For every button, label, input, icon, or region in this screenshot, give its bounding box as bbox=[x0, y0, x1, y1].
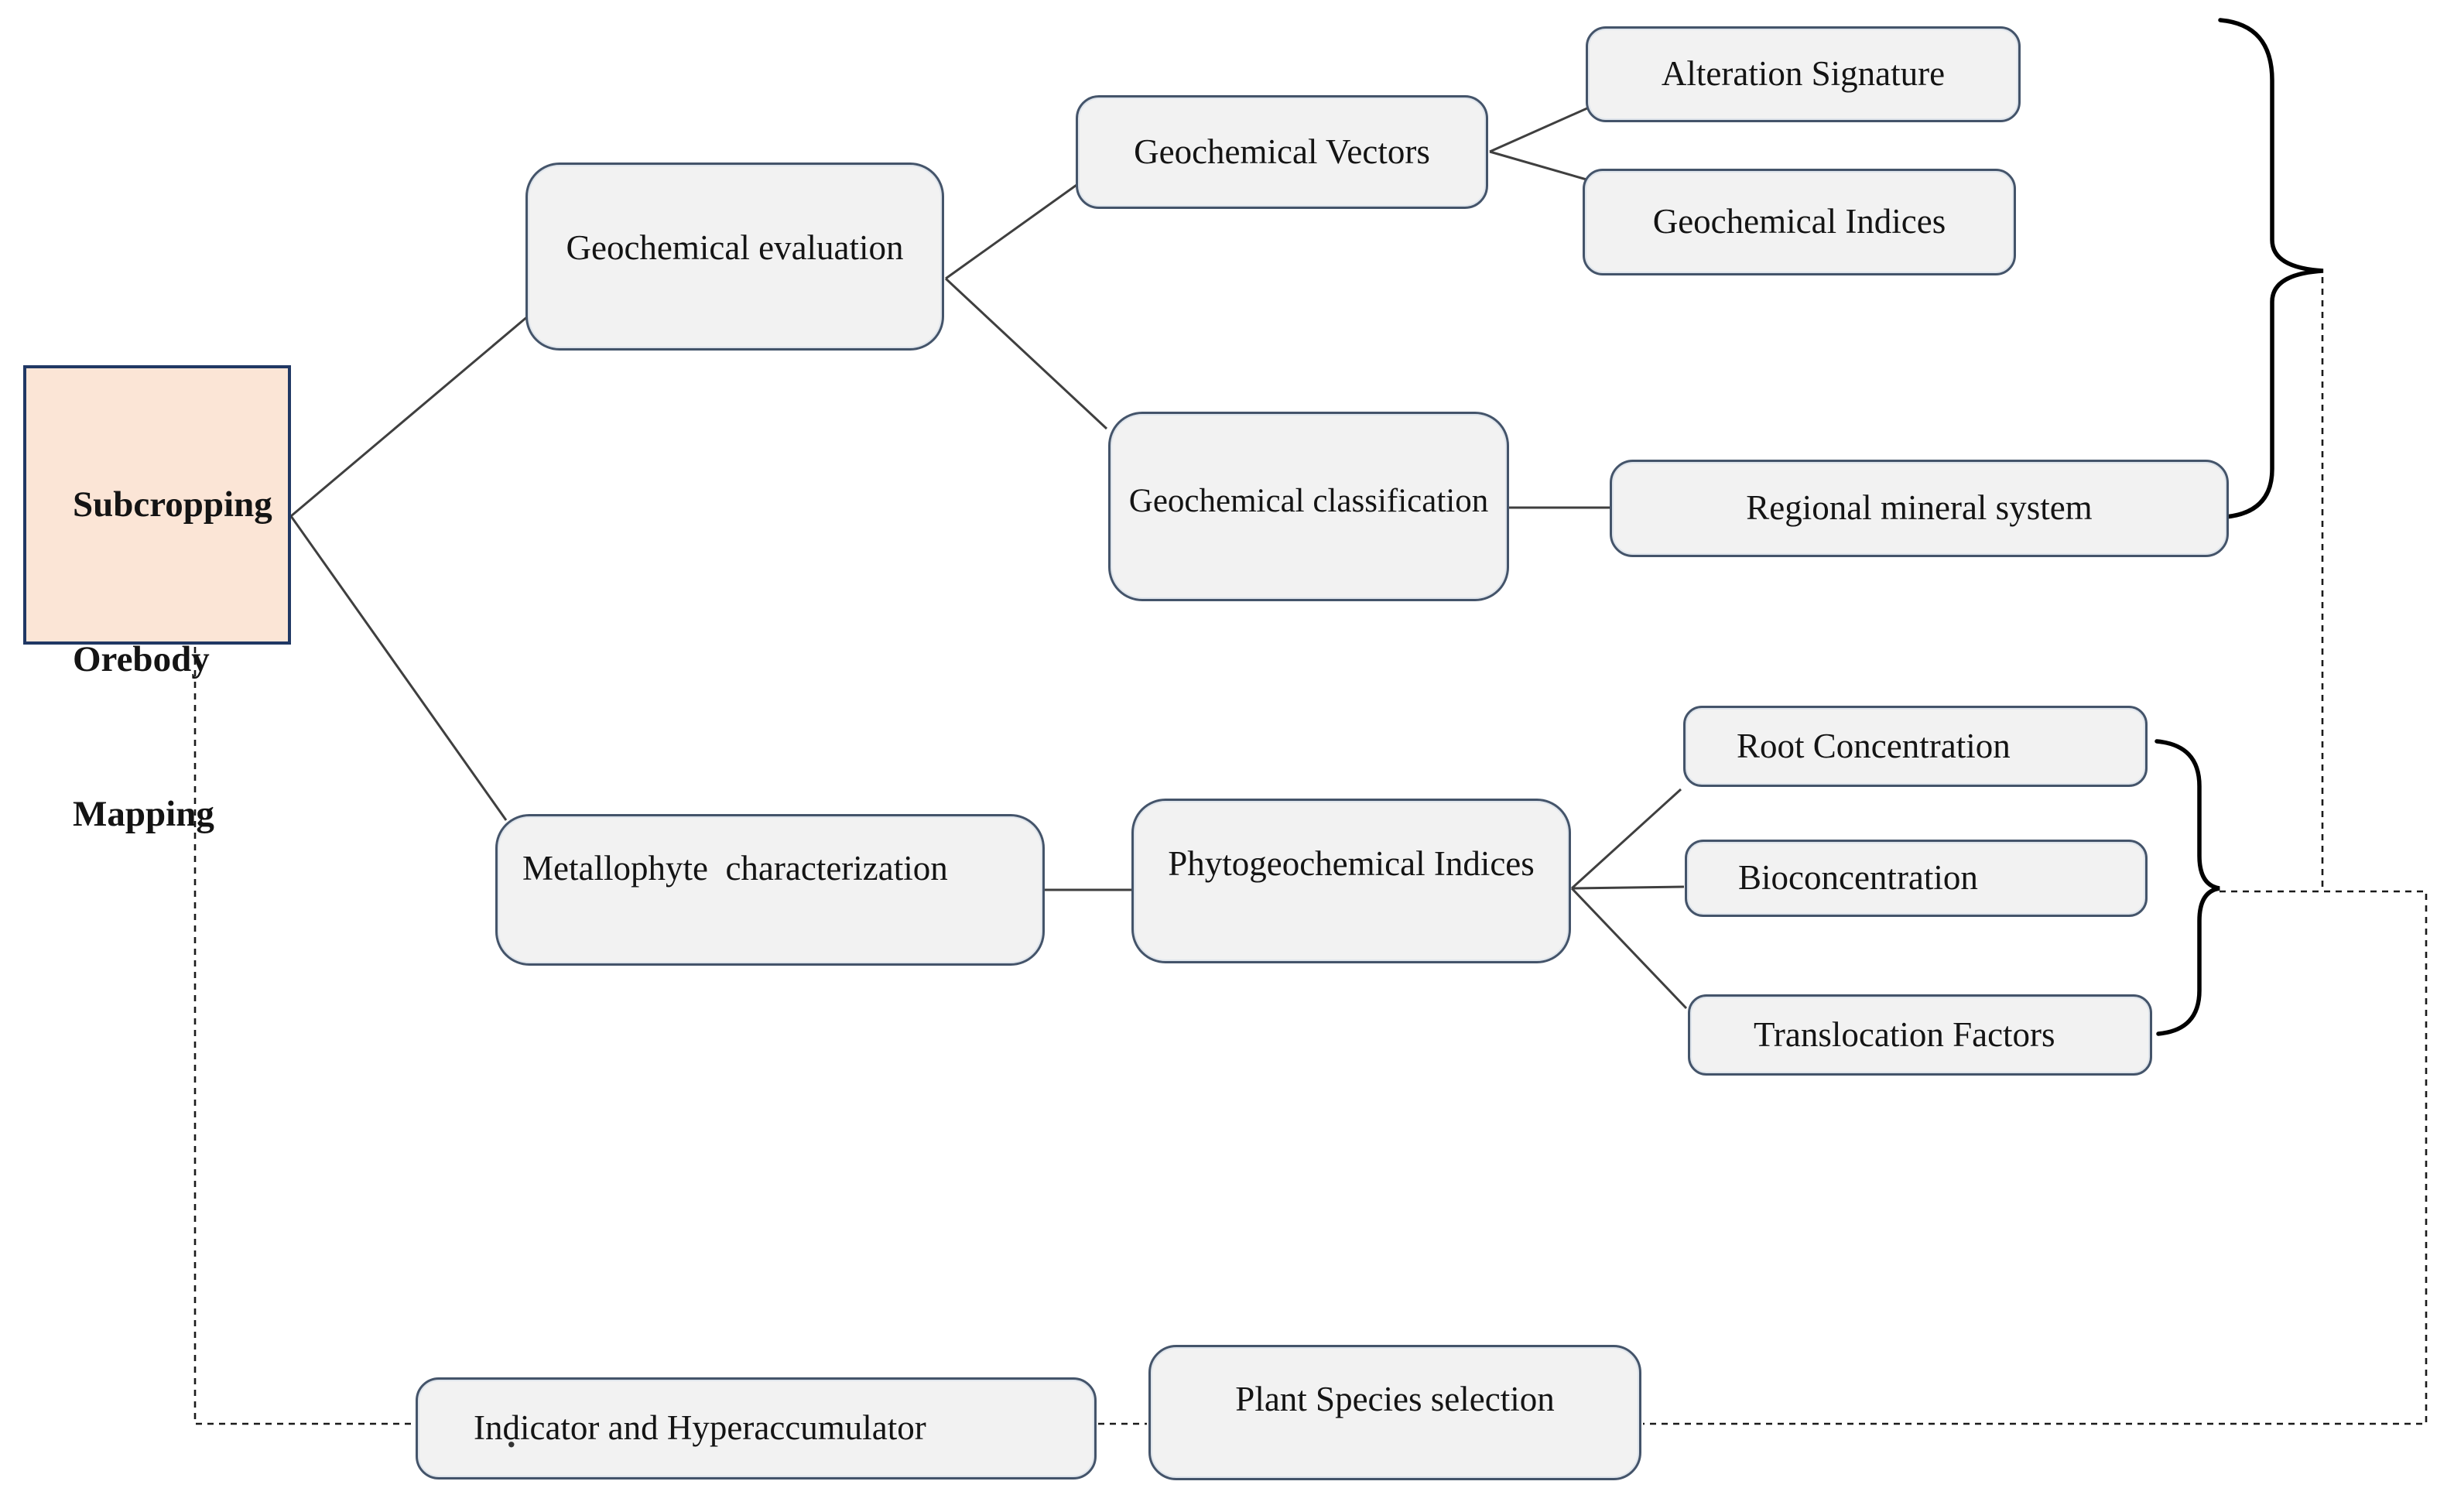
node-plant-species-selection: Plant Species selection bbox=[1148, 1345, 1641, 1480]
connector-evaluation-to-geochemical-vectors bbox=[945, 182, 1080, 280]
connector-vectors-to-alteration-signature bbox=[1489, 106, 1590, 153]
root-label-line-2: Orebody bbox=[73, 639, 210, 680]
brace-phytogeochemical-group bbox=[2155, 739, 2220, 1036]
node-label: Root Concentration bbox=[1737, 726, 2011, 765]
node-label: Geochemical evaluation bbox=[566, 227, 904, 267]
node-alteration-signature: Alteration Signature bbox=[1586, 26, 2021, 122]
connector-phyto-to-bioconcentration bbox=[1571, 885, 1685, 890]
node-metallophyte-characterization: Metallophyte characterization bbox=[495, 814, 1045, 966]
node-label: Metallophyte characterization bbox=[522, 849, 948, 888]
node-label: Plant Species selection bbox=[1235, 1379, 1555, 1418]
node-label: Translocation Factors bbox=[1754, 1014, 2055, 1054]
node-geochemical-evaluation: Geochemical evaluation bbox=[525, 162, 944, 351]
node-label: Phytogeochemical Indices bbox=[1168, 843, 1535, 883]
root-label-line-3: Mapping bbox=[73, 794, 214, 835]
node-label: Geochemical Vectors bbox=[1134, 132, 1430, 171]
node-phytogeochemical-indices: Phytogeochemical Indices bbox=[1131, 799, 1571, 963]
node-geochemical-classification: Geochemical classification bbox=[1108, 412, 1509, 601]
connector-evaluation-to-geochemical-classification bbox=[944, 277, 1108, 430]
dashed-root-to-indicator bbox=[193, 647, 414, 1425]
node-geochemical-vectors: Geochemical Vectors bbox=[1076, 95, 1488, 209]
node-regional-mineral-system: Regional mineral system bbox=[1610, 460, 2229, 557]
connector-phyto-to-translocation-factors bbox=[1570, 887, 1688, 1010]
connector-vectors-to-geochemical-indices bbox=[1489, 150, 1587, 181]
brace-geochemical-group bbox=[2218, 18, 2324, 519]
dashed-brace-to-plant-species bbox=[1643, 890, 2428, 1425]
connector-phyto-to-root-concentration bbox=[1570, 788, 1682, 890]
node-subcropping-orebody-mapping: Subcropping Orebody Mapping bbox=[23, 365, 291, 834]
root-label-line-1: Subcropping bbox=[73, 484, 272, 525]
node-translocation-factors: Translocation Factors bbox=[1688, 994, 2152, 1076]
connector-root-to-geochemical-evaluation bbox=[290, 314, 529, 518]
node-root-concentration: Root Concentration bbox=[1683, 706, 2148, 787]
node-bioconcentration: Bioconcentration bbox=[1685, 840, 2148, 917]
node-label: Regional mineral system bbox=[1746, 488, 2093, 528]
node-label: Bioconcentration bbox=[1738, 858, 1978, 898]
node-label: Geochemical Indices bbox=[1652, 202, 1946, 241]
node-indicator-and-hyperaccumulator: Indicator and Hyperaccumulator bbox=[416, 1377, 1097, 1480]
node-label: Alteration Signature bbox=[1661, 54, 1946, 94]
stray-dot: . bbox=[507, 1415, 516, 1455]
node-geochemical-indices: Geochemical Indices bbox=[1583, 169, 2016, 275]
node-label: Indicator and Hyperaccumulator bbox=[474, 1408, 926, 1448]
node-label: Geochemical classification bbox=[1128, 482, 1489, 519]
connector-root-to-metallophyte-characterization bbox=[289, 515, 508, 821]
